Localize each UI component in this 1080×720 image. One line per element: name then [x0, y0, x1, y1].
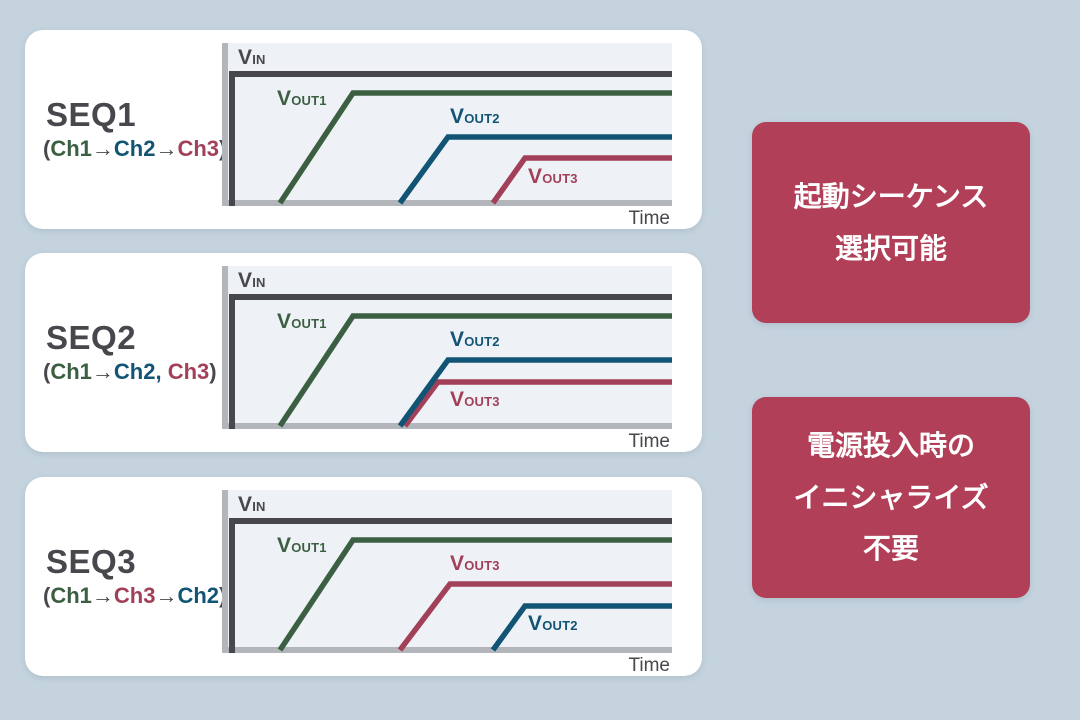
channel-order-part: (: [43, 358, 51, 384]
time-axis-label: Time: [628, 431, 670, 452]
vout3-trace: [402, 379, 672, 428]
channel-order-part: Ch3: [113, 582, 156, 608]
channel-order-part: →: [91, 135, 114, 161]
sequence-text-block: SEQ1 (Ch1→Ch2→Ch3): [43, 30, 226, 229]
channel-order-part: Ch3: [177, 135, 220, 161]
signal-label-vout2: VOUT2: [450, 105, 500, 128]
vin-trace: [229, 518, 672, 653]
time-axis-label: Time: [628, 655, 670, 676]
signal-label-vout2: VOUT2: [450, 328, 500, 351]
vout2-trace: [397, 357, 672, 428]
vin-trace: [229, 294, 672, 429]
vout1-trace: [277, 90, 672, 205]
signal-label-vout1: VOUT1: [277, 310, 327, 333]
channel-order-part: Ch1: [50, 358, 92, 384]
channel-order-part: Ch3: [167, 358, 210, 384]
sequence-card-seq1: SEQ1 (Ch1→Ch2→Ch3) Time VIN VOUT1VOUT2VOU…: [25, 30, 702, 229]
vin-trace: [229, 71, 672, 206]
channel-order-part: Ch1: [50, 582, 92, 608]
sequence-text-block: SEQ3 (Ch1→Ch3→Ch2): [43, 477, 226, 676]
vout3-trace: [397, 581, 672, 652]
y-axis: [222, 266, 228, 429]
channel-order-part: Ch2,: [113, 358, 162, 384]
sequence-channel-order: (Ch1→Ch3→Ch2): [43, 582, 226, 608]
feature-badge-startup-sequence: 起動シーケンス 選択可能: [752, 122, 1030, 323]
sequence-text-block: SEQ2 (Ch1→Ch2, Ch3): [43, 253, 223, 452]
timing-chart-canvas: [222, 266, 672, 429]
sequence-channel-order: (Ch1→Ch2, Ch3): [43, 358, 223, 384]
channel-order-part: →: [155, 582, 178, 608]
channel-order-part: →: [91, 358, 114, 384]
sequence-card-seq3: SEQ3 (Ch1→Ch3→Ch2) Time VIN VOUT1VOUT3VOU…: [25, 477, 702, 676]
vout1-trace: [277, 313, 672, 428]
x-axis: [222, 200, 672, 206]
signal-label-vin: VIN: [238, 269, 266, 292]
channel-order-part: Ch1: [50, 135, 92, 161]
signal-label-vout1: VOUT1: [277, 87, 327, 110]
signal-label-vout3: VOUT3: [528, 165, 578, 188]
channel-order-part: ): [209, 358, 217, 384]
signal-label-vin: VIN: [238, 493, 266, 516]
vout2-trace: [490, 603, 672, 652]
vout2-trace: [397, 134, 672, 205]
channel-order-part: (: [43, 582, 51, 608]
signal-label-vout1: VOUT1: [277, 534, 327, 557]
vout3-trace: [490, 155, 672, 205]
sequence-channel-order: (Ch1→Ch2→Ch3): [43, 135, 226, 161]
channel-order-part: Ch2: [177, 582, 220, 608]
channel-order-part: (: [43, 135, 51, 161]
channel-order-part: →: [91, 582, 114, 608]
timing-chart-canvas: [222, 43, 672, 206]
y-axis: [222, 490, 228, 653]
timing-chart-canvas: [222, 490, 672, 653]
feature-badge-no-initialize: 電源投入時の イニシャライズ 不要: [752, 397, 1030, 598]
channel-order-part: →: [155, 135, 178, 161]
y-axis: [222, 43, 228, 206]
signal-label-vout2: VOUT2: [528, 612, 578, 635]
sequence-title: SEQ3: [46, 542, 137, 580]
x-axis: [222, 647, 672, 653]
signal-label-vout3: VOUT3: [450, 552, 500, 575]
channel-order-part: Ch2: [113, 135, 156, 161]
time-axis-label: Time: [628, 208, 670, 229]
sequence-title: SEQ2: [46, 318, 137, 356]
x-axis: [222, 423, 672, 429]
sequence-title: SEQ1: [46, 95, 137, 133]
signal-label-vin: VIN: [238, 46, 266, 69]
signal-label-vout3: VOUT3: [450, 388, 500, 411]
vout1-trace: [277, 537, 672, 652]
